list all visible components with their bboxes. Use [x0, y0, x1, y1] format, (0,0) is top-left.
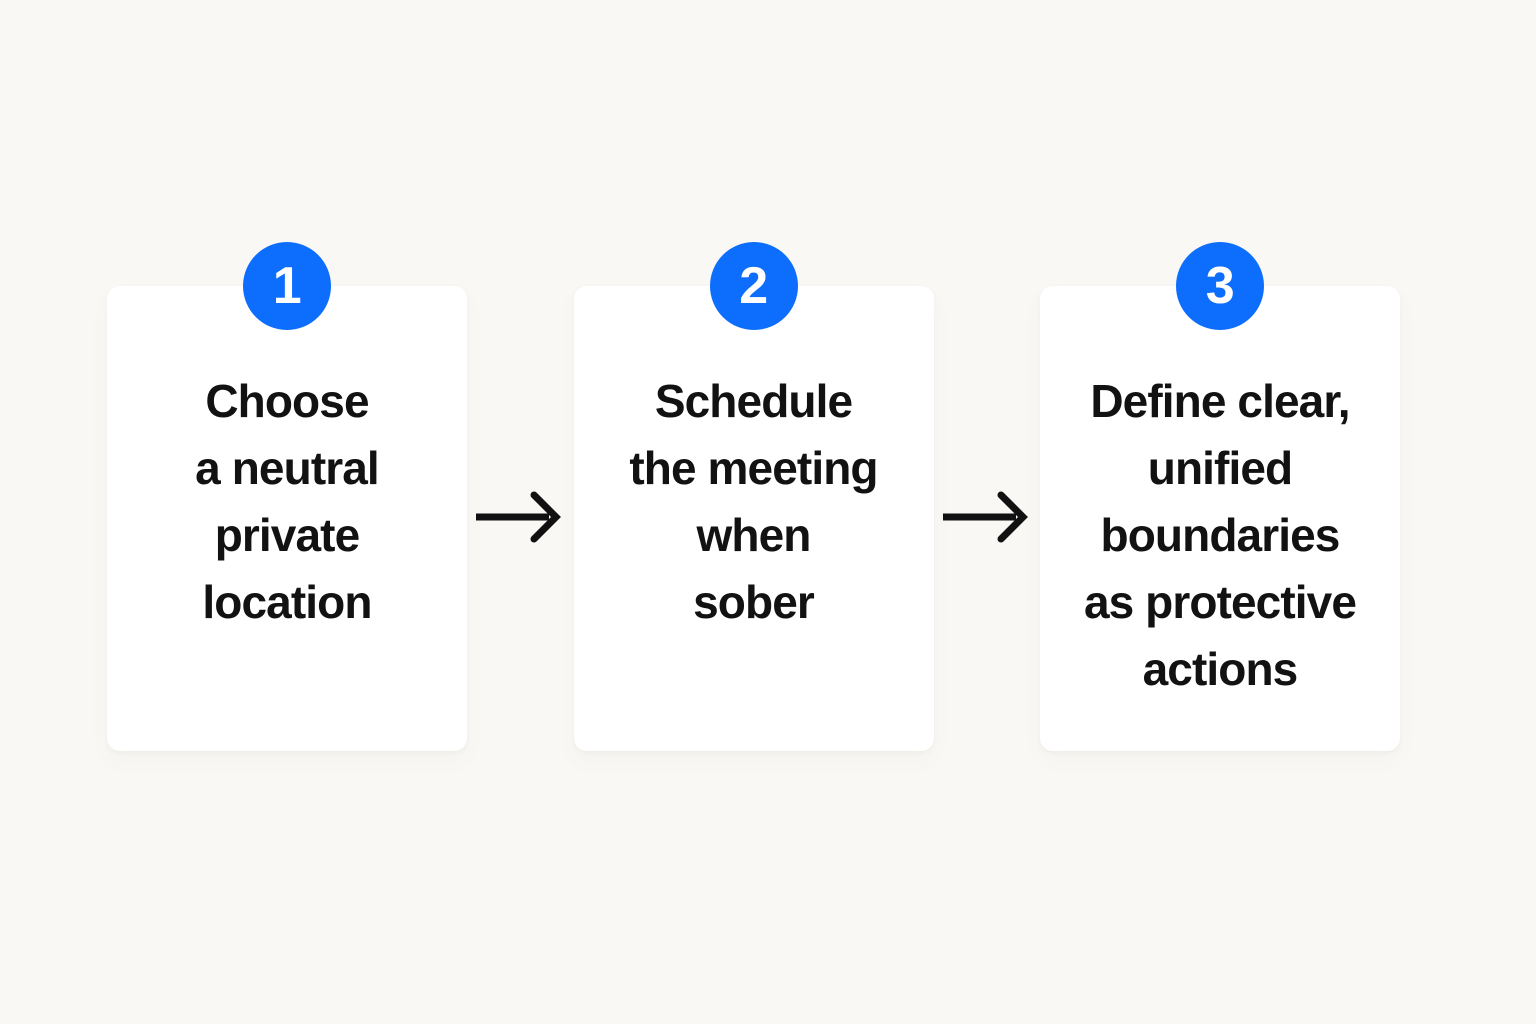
- step-label-1: Choose a neutral private location: [195, 375, 380, 628]
- process-flow-row: 1 Choose a neutral private location 2 Sc…: [107, 242, 1400, 751]
- step-label-2: Schedule the meeting when sober: [629, 375, 878, 628]
- step-label-3: Define clear, unified boundaries as prot…: [1083, 375, 1357, 695]
- step-number-badge-3: 3: [1176, 242, 1264, 330]
- arrow-right-icon: [942, 491, 1028, 543]
- process-step-card-3[interactable]: 3 Define clear, unified boundaries as pr…: [1040, 242, 1400, 751]
- step-number-badge-2: 2: [709, 242, 798, 330]
- arrow-step-1-to-2: [475, 489, 565, 545]
- process-step-card-2[interactable]: 2 Schedule the meeting when sober: [573, 242, 934, 751]
- arrow-step-2-to-3: [942, 489, 1032, 545]
- step-number-badge-1: 1: [243, 242, 331, 330]
- arrow-right-icon: [476, 491, 562, 543]
- process-step-card-1[interactable]: 1 Choose a neutral private location: [107, 242, 467, 751]
